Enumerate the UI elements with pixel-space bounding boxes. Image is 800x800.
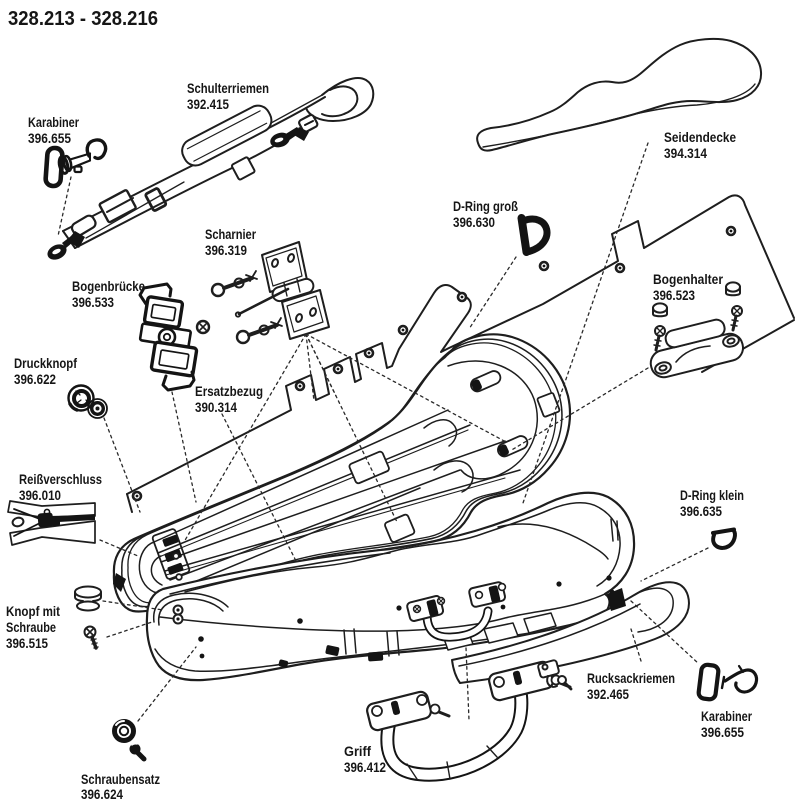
svg-text:Schulterriemen: Schulterriemen [187,80,269,96]
svg-text:Bogenhalter: Bogenhalter [653,271,723,287]
svg-text:396.624: 396.624 [81,786,123,800]
svg-text:Karabiner: Karabiner [28,114,79,130]
svg-text:396.523: 396.523 [653,287,695,303]
svg-text:Knopf mit: Knopf mit [6,603,60,619]
svg-text:396.319: 396.319 [205,242,247,258]
svg-text:Scharnier: Scharnier [205,226,256,242]
svg-text:396.655: 396.655 [28,130,71,146]
svg-text:Bogenbrücke: Bogenbrücke [72,278,145,294]
svg-text:396.515: 396.515 [6,635,48,651]
svg-text:Karabiner: Karabiner [701,708,752,724]
svg-text:390.314: 390.314 [195,399,237,415]
svg-text:396.630: 396.630 [453,214,495,230]
svg-text:Schraube: Schraube [6,619,56,635]
svg-text:Seidendecke: Seidendecke [664,129,736,145]
svg-text:Rucksackriemen: Rucksackriemen [587,670,675,686]
svg-text:Druckknopf: Druckknopf [14,355,77,371]
svg-text:Reißverschluss: Reißverschluss [19,471,102,487]
svg-text:396.010: 396.010 [19,487,61,503]
svg-text:396.622: 396.622 [14,371,56,387]
svg-text:392.415: 392.415 [187,96,229,112]
svg-text:396.533: 396.533 [72,294,114,310]
svg-text:Griff: Griff [344,743,371,759]
svg-text:396.412: 396.412 [344,759,386,775]
svg-text:394.314: 394.314 [664,145,707,161]
svg-text:328.213 - 328.216: 328.213 - 328.216 [8,8,158,30]
svg-text:D-Ring klein: D-Ring klein [680,487,744,503]
svg-text:396.655: 396.655 [701,724,744,740]
svg-text:Schraubensatz: Schraubensatz [81,771,160,787]
svg-text:396.635: 396.635 [680,503,722,519]
svg-text:D-Ring groß: D-Ring groß [453,198,518,214]
svg-text:392.465: 392.465 [587,686,629,702]
svg-text:Ersatzbezug: Ersatzbezug [195,383,263,399]
